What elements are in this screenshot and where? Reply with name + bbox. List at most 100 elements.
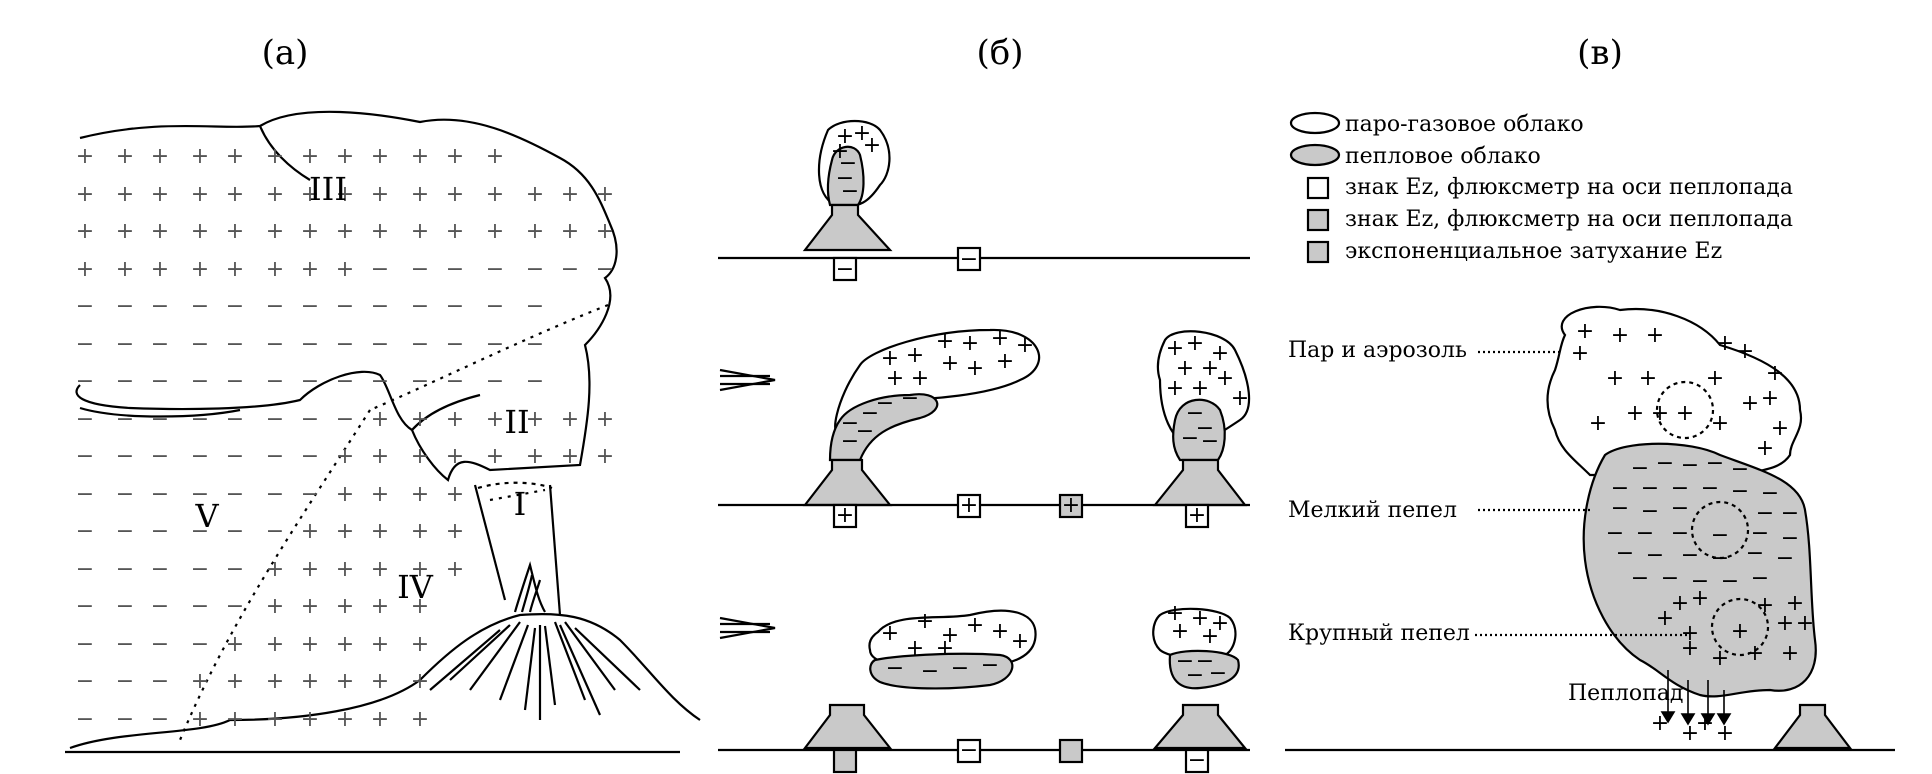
plus-sign: + [266,144,284,169]
legend-plus-swatch [1306,208,1330,232]
minus-sign: − [336,407,354,432]
minus-sign: − [301,482,319,507]
minus-sign: − [1701,476,1719,501]
minus-sign: − [226,519,244,544]
plus-sign: + [226,219,244,244]
minus-sign: − [446,369,464,394]
minus-sign: − [191,482,209,507]
minus-sign: − [191,294,209,319]
plus-sign: + [1626,401,1644,426]
minus-sign: − [191,594,209,619]
plus-sign: + [371,407,389,432]
plus-sign: + [336,257,354,282]
minus-sign: − [266,482,284,507]
dotted-circle-plus [1655,380,1715,440]
plus-sign: + [936,636,954,661]
plus-sign: + [411,707,429,732]
plus-sign: + [191,669,209,694]
minus-sign: − [151,482,169,507]
plus-sign: + [1186,331,1204,356]
plus-sign: + [411,669,429,694]
plus-sign: + [301,182,319,207]
region-label-III: III [309,170,347,208]
minus-sign: − [76,557,94,582]
plus-sign: + [1062,493,1080,518]
minus-sign: − [1776,546,1794,571]
plus-sign: + [411,144,429,169]
plus-sign: + [941,351,959,376]
minus-sign: − [1781,501,1799,526]
minus-sign: − [336,369,354,394]
plus-sign: + [1611,323,1629,348]
plus-sign: + [596,182,614,207]
minus-sign: − [191,557,209,582]
plus-sign: + [371,594,389,619]
legend-minus-swatch [1306,176,1330,200]
minus-sign: − [116,669,134,694]
minus-sign: − [151,369,169,394]
plus-sign: + [1166,336,1184,361]
plus-sign: + [266,219,284,244]
steam-aerosol-region [1546,305,1803,477]
legend-item-steam: паро-газовое облако [1345,112,1584,137]
minus-sign: − [191,407,209,432]
sign-field-a: ++++++++++++++++++++++++++++++++++++++++… [76,144,614,732]
plus-sign: + [831,139,849,164]
plus-sign: + [266,594,284,619]
plus-sign: + [266,557,284,582]
plus-sign: + [76,182,94,207]
minus-sign: − [446,332,464,357]
plus-sign: + [1716,721,1734,746]
plus-sign: + [411,632,429,657]
legend-steam-swatch [1289,111,1341,135]
minus-sign: − [266,519,284,544]
minus-sign: − [411,294,429,319]
minus-sign: − [1186,401,1204,426]
plus-sign: + [446,444,464,469]
vent-flame [513,561,546,613]
minus-sign: − [151,444,169,469]
plus-sign: + [266,257,284,282]
minus-sign: − [301,369,319,394]
minus-sign: − [76,707,94,732]
minus-sign: − [411,257,429,282]
minus-sign: − [226,407,244,432]
plus-sign: + [906,343,924,368]
minus-sign: − [951,656,969,681]
plus-sign: + [961,331,979,356]
plus-sign: + [226,144,244,169]
plus-sign: + [191,144,209,169]
ash-cloud [826,145,865,207]
minus-sign: − [486,294,504,319]
annotation-ashfall: Пеплопад [1568,681,1683,706]
minus-sign: − [1611,496,1629,521]
plus-sign: + [561,219,579,244]
minus-sign: − [191,332,209,357]
plus-sign: + [301,669,319,694]
minus-sign: − [836,166,854,191]
plus-sign: + [1216,366,1234,391]
plus-sign: + [191,182,209,207]
plus-sign: + [1651,401,1669,426]
minus-sign: − [1196,649,1214,674]
minus-sign: − [266,444,284,469]
plus-sign: + [836,503,854,528]
plus-sign: + [863,133,881,158]
plus-sign: + [371,482,389,507]
plus-sign: + [301,594,319,619]
minus-sign: − [886,656,904,681]
minus-sign: − [151,519,169,544]
minus-sign: − [116,294,134,319]
plus-sign: + [966,356,984,381]
plus-sign: + [1201,356,1219,381]
plus-sign: + [266,182,284,207]
plus-sign: + [1711,411,1729,436]
minus-sign: − [76,369,94,394]
plus-sign: + [446,557,464,582]
minus-sign: − [116,594,134,619]
minus-sign: − [526,332,544,357]
plus-sign: + [411,407,429,432]
plus-sign: + [266,632,284,657]
sign-field-c: +++++++++++++++++++−−−−−−−−−−−−−−−−−−−−−… [1571,319,1814,746]
minus-sign: − [960,738,978,763]
